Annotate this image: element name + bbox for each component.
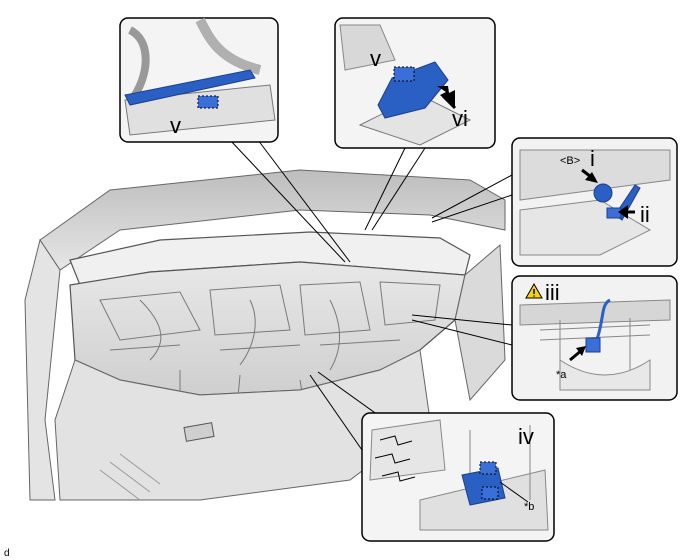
arrow-icon — [569, 346, 586, 362]
callout-top-left: v — [119, 17, 279, 143]
callout-label-iv: iv — [518, 424, 534, 449]
leader-lines — [229, 139, 513, 451]
harness-connector — [585, 298, 611, 353]
arrow-icon — [437, 86, 457, 110]
figure-code: d — [4, 548, 10, 559]
arrow-icon — [581, 168, 635, 219]
callout-label-iii: iii — [545, 280, 560, 305]
callout-bottom-right: iv *b — [361, 412, 555, 542]
callout-label-vi: vi — [452, 106, 468, 131]
harness-bracket — [461, 461, 506, 506]
callout-right-middle: iii *a — [511, 275, 678, 401]
callout-label-ii: ii — [640, 202, 650, 227]
callout-label-v: v — [370, 46, 381, 71]
callout-right-upper: <B> i ii — [511, 137, 678, 267]
callout-label-v: v — [170, 113, 181, 138]
warning-triangle-icon — [525, 282, 543, 299]
harness-connector — [377, 61, 449, 119]
callout-top-center: v vi — [334, 17, 496, 149]
callout-note-b: *b — [524, 501, 534, 513]
main-dashboard-illustration — [24, 169, 506, 501]
harness-clip — [124, 69, 256, 109]
callout-label-i: i — [590, 146, 595, 171]
callout-tag-b: <B> — [560, 155, 580, 167]
callout-note-a: *a — [556, 369, 567, 381]
